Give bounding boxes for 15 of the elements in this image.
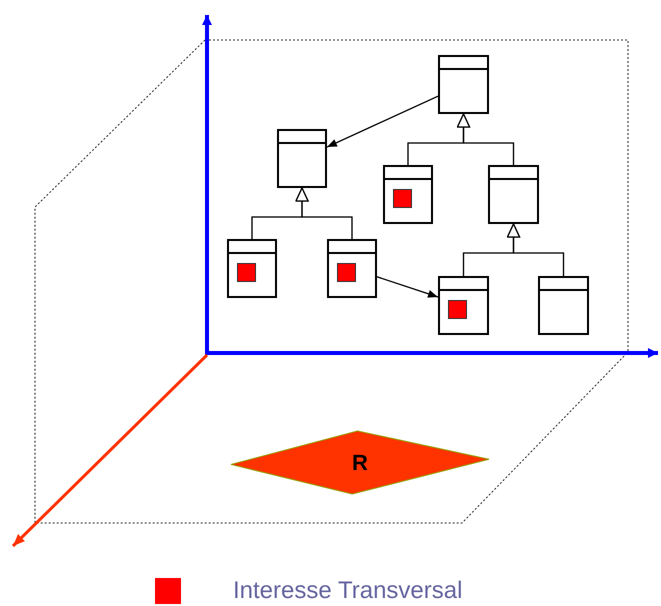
class-box xyxy=(227,239,277,298)
class-box xyxy=(488,165,539,224)
diamond-label: R xyxy=(352,452,368,474)
arrow xyxy=(376,276,438,298)
class-box xyxy=(538,276,589,335)
class-box xyxy=(438,276,489,335)
legend-label: Interesse Transversal xyxy=(233,579,462,603)
inheritance-connector xyxy=(456,113,514,165)
inheritance-connector xyxy=(506,223,564,276)
class-box xyxy=(277,129,327,188)
class-box xyxy=(438,55,489,114)
class-box xyxy=(327,239,377,298)
inheritance-connector xyxy=(295,187,353,239)
class-box xyxy=(383,165,433,224)
arrow xyxy=(326,96,438,148)
